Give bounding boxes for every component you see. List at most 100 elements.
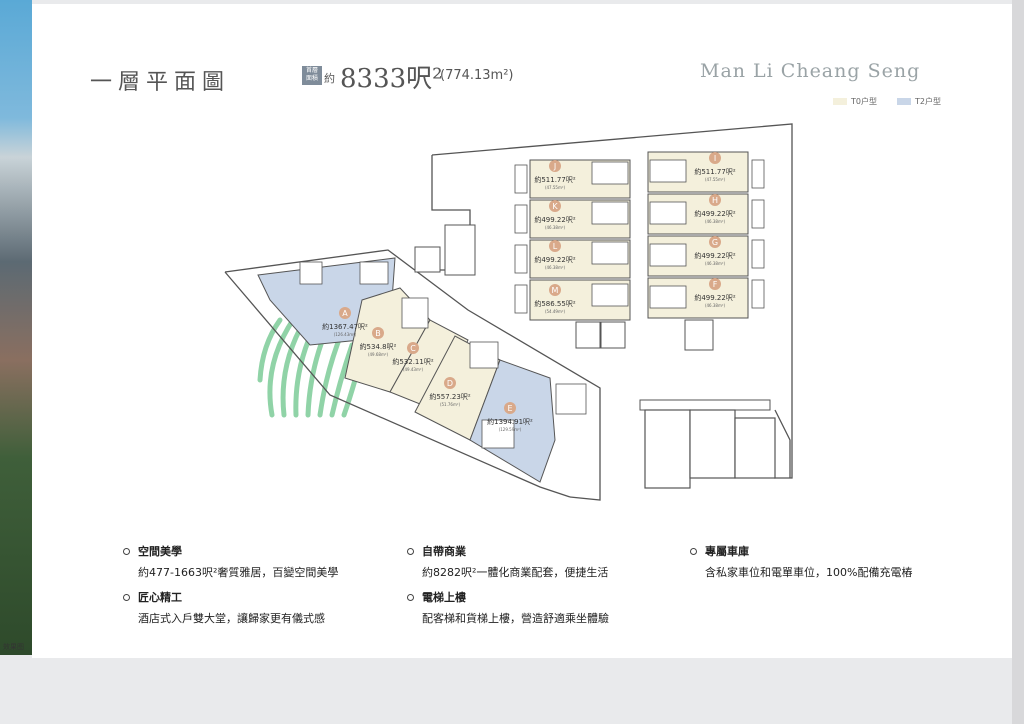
area-tag-text: 首層 面積 — [305, 67, 318, 82]
unit-k-badge — [549, 200, 561, 212]
legend-t0-label: T0户型 — [851, 97, 877, 106]
unit-d-area: 約557.23呎² — [429, 392, 470, 401]
legend-t2-swatch — [897, 98, 911, 105]
lift-core-1 — [575, 321, 601, 349]
bathroom-14 — [751, 199, 765, 229]
area-metric: (774.13m²) — [440, 68, 514, 83]
page-title: 一層平面圖 — [90, 70, 231, 95]
outer-wall-south — [224, 271, 571, 498]
lift-core-3 — [684, 319, 714, 351]
unit-a-area: 約1367.47呎² — [322, 322, 368, 331]
unit-a-area-metric: (126.43m²) — [334, 332, 357, 337]
unit-f-area: 約499.22呎² — [694, 293, 735, 302]
unit-c-area-metric: (49.43m²) — [403, 367, 424, 372]
unit-e-letter: E — [507, 404, 512, 413]
service-cores — [299, 159, 765, 449]
unit-l-badge — [549, 240, 561, 252]
feature-2-title-row: 匠心精工 — [123, 589, 325, 605]
shop-2 — [689, 409, 736, 479]
lift-core-2 — [600, 321, 626, 349]
bathroom-13 — [751, 159, 765, 189]
feature-1-bullet-icon — [123, 547, 130, 555]
unit-g-area: 約499.22呎² — [694, 251, 735, 260]
outer-wall-north — [431, 123, 793, 479]
bathroom-16 — [751, 279, 765, 309]
feature-1-desc: 約477-1663呎²奢質雅居，百變空間美學 — [138, 566, 339, 579]
feature-1: 空間美學 約477-1663呎²奢質雅居，百變空間美學 — [123, 543, 338, 580]
bathroom-15 — [751, 239, 765, 269]
unit-k-area: 約499.22呎² — [534, 215, 575, 224]
unit-c-letter: C — [410, 344, 416, 353]
unit-f-area-metric: (46.38m²) — [705, 303, 726, 308]
logo-arc-6 — [329, 342, 355, 418]
stair-core — [444, 224, 476, 276]
feature-5-title-row: 專屬車庫 — [690, 543, 912, 559]
bathroom-10 — [514, 204, 528, 234]
area-tag: 首層 面積 — [302, 66, 322, 85]
shop-3 — [734, 417, 776, 479]
unit-k-area-metric: (46.38m²) — [545, 225, 566, 230]
bathroom-8 — [649, 285, 687, 309]
legend-t0-swatch — [833, 98, 847, 105]
unit-h-letter: H — [712, 196, 718, 205]
bathroom-17 — [299, 261, 323, 285]
bathroom-12 — [514, 284, 528, 314]
feature-5: 專屬車庫 含私家車位和電單車位，100%配備充電樁 — [690, 543, 912, 580]
bathroom-7 — [649, 243, 687, 267]
unit-i-letter: I — [714, 154, 716, 163]
feature-4-bullet-icon — [407, 593, 414, 601]
feature-2-bullet-icon — [123, 593, 130, 601]
area-value: 8333呎² — [340, 64, 443, 94]
brochure-page — [32, 4, 1012, 658]
feature-3-bullet-icon — [407, 547, 414, 555]
unit-f-badge — [709, 278, 721, 290]
building-outline — [224, 123, 793, 501]
bathroom-18 — [359, 261, 389, 285]
unit-m-letter: M — [552, 286, 559, 295]
stair-rail — [774, 409, 791, 478]
unit-b-area: 約534.8呎² — [360, 342, 397, 351]
unit-g-badge — [709, 236, 721, 248]
bathroom-3 — [591, 241, 629, 265]
unit-g-letter: G — [712, 238, 718, 247]
feature-2-title: 匠心精工 — [138, 591, 182, 604]
outer-wall-west-wing — [224, 249, 601, 501]
feature-5-title: 專屬車庫 — [705, 545, 749, 558]
bathroom-22 — [555, 383, 587, 415]
unit-e-area-metric: (129.59m²) — [499, 427, 522, 432]
photo-caption: 效果图 — [3, 643, 24, 651]
bathroom-4 — [591, 283, 629, 307]
feature-1-title: 空間美學 — [138, 545, 182, 558]
unit-f-letter: F — [713, 280, 718, 289]
unit-d-letter: D — [447, 379, 453, 388]
feature-3-title-row: 自帶商業 — [407, 543, 608, 559]
shop-entry — [639, 399, 771, 411]
unit-j-letter: J — [553, 162, 556, 171]
area-prefix: 約 — [324, 72, 335, 85]
unit-d-area-metric: (51.76m²) — [440, 402, 461, 407]
unit-m-area-metric: (54.49m²) — [545, 309, 566, 314]
unit-k-letter: K — [552, 202, 558, 211]
bathroom-6 — [649, 201, 687, 225]
unit-j-badge — [549, 160, 561, 172]
unit-g-area-metric: (46.38m²) — [705, 261, 726, 266]
feature-4-desc: 配客梯和貨梯上樓，營造舒適乘坐體驗 — [422, 612, 609, 625]
logo-arc-7 — [257, 317, 283, 383]
legend-t0: T0户型 — [833, 96, 877, 107]
unit-a-letter: A — [342, 309, 348, 318]
bathroom-11 — [514, 244, 528, 274]
feature-4-title-row: 電梯上樓 — [407, 589, 609, 605]
feature-4: 電梯上樓 配客梯和貨梯上樓，營造舒適乘坐體驗 — [407, 589, 609, 626]
unit-l-letter: L — [553, 242, 558, 251]
page-edge — [1012, 0, 1024, 724]
unit-e-badge — [504, 402, 516, 414]
unit-i-badge — [709, 152, 721, 164]
bathroom-5 — [649, 159, 687, 183]
unit-b-area-metric: (49.68m²) — [368, 352, 389, 357]
feature-1-title-row: 空間美學 — [123, 543, 338, 559]
unit-m-badge — [549, 284, 561, 296]
bathroom-2 — [591, 201, 629, 225]
unit-h-area-metric: (46.38m²) — [705, 219, 726, 224]
bathroom-21 — [481, 419, 515, 449]
